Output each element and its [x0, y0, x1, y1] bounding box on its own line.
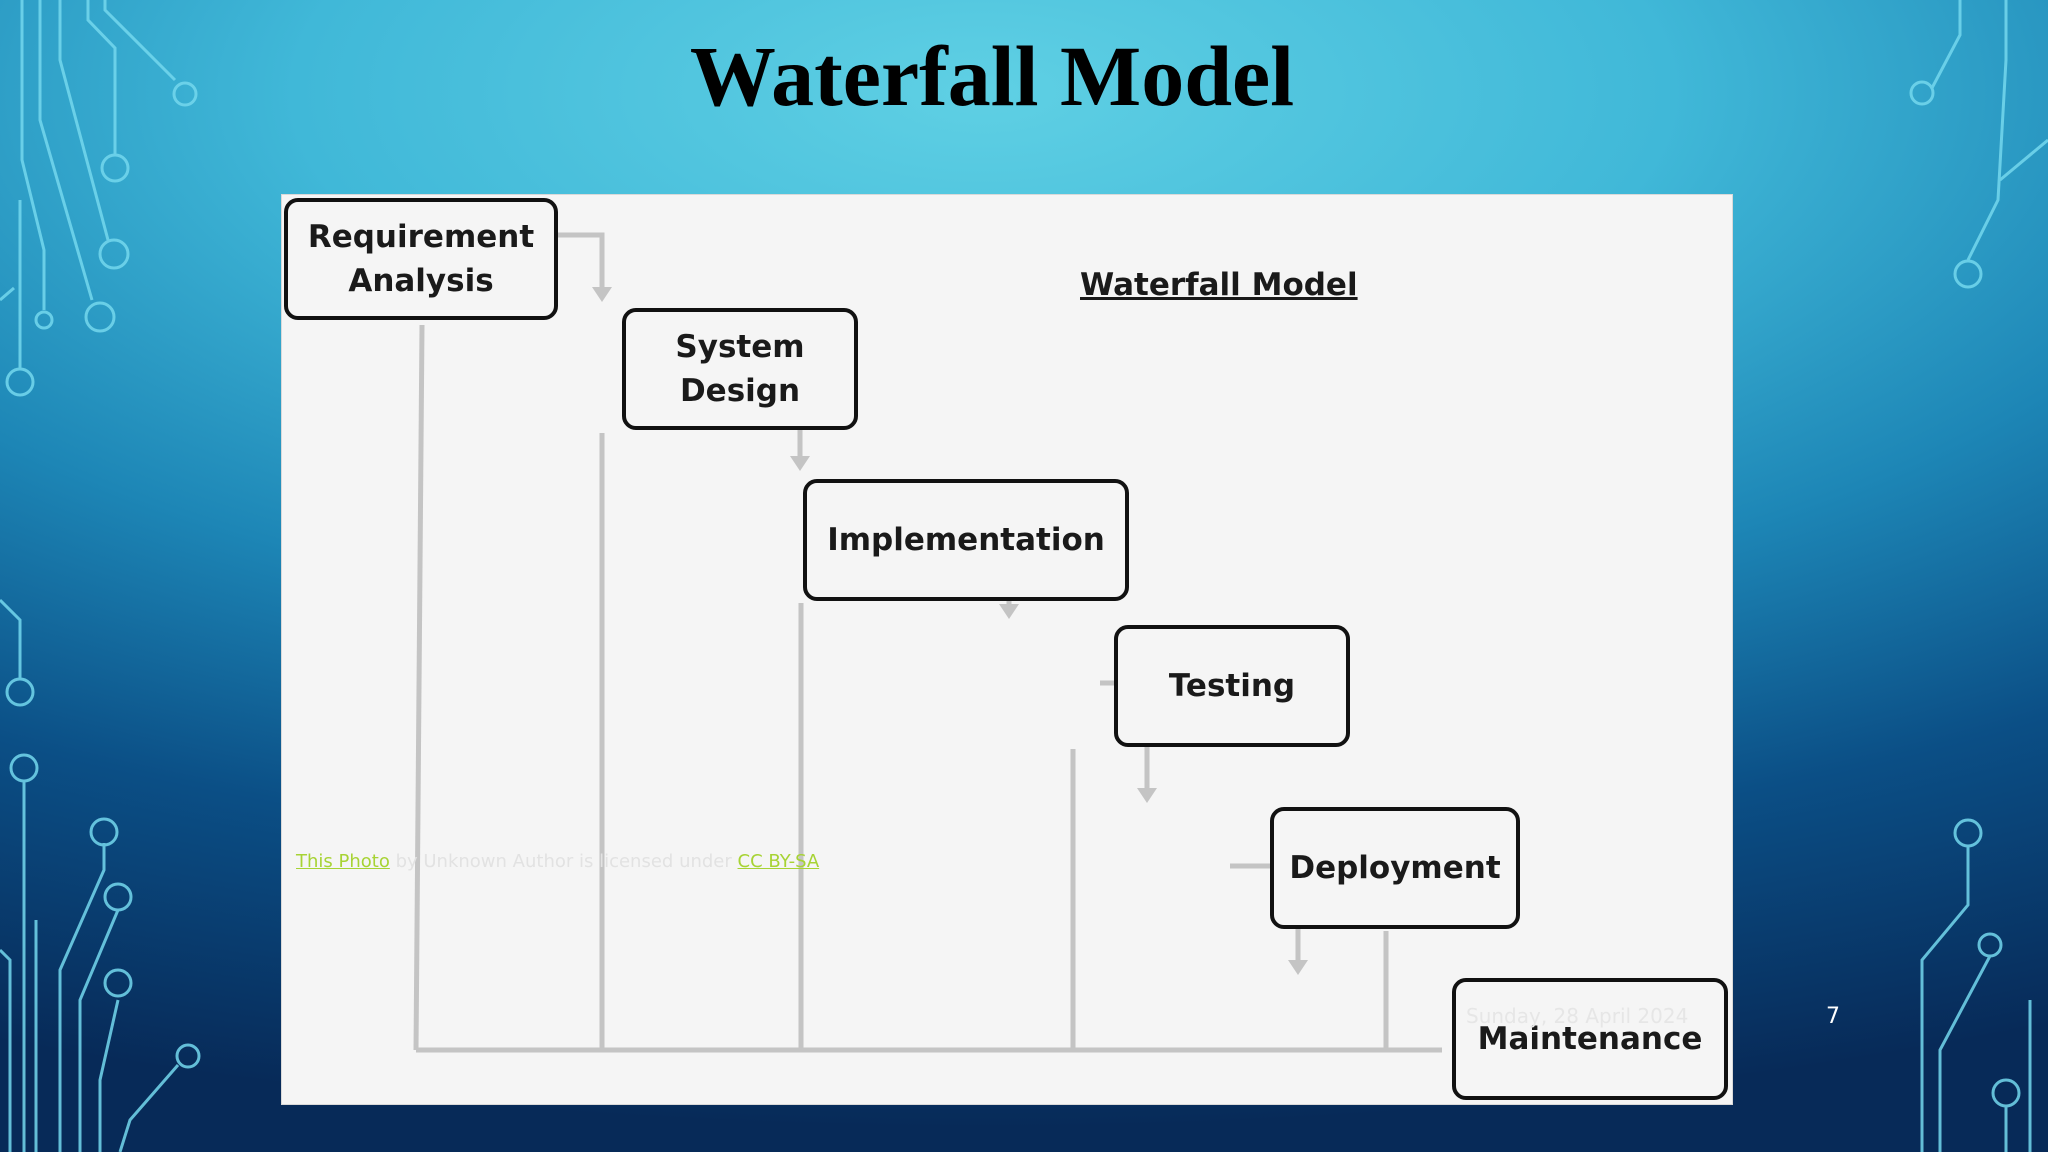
diagram-connectors [413, 232, 1442, 1053]
image-attribution: This Photo by Unknown Author is licensed… [296, 851, 819, 872]
diagram-title: Waterfall Model [1080, 267, 1358, 303]
stage-requirement-analysis: Requirement Analysis [284, 198, 558, 320]
waterfall-diagram-image: Waterfall Model Requirement Analysis Sys… [281, 194, 1733, 1105]
slide-title: Waterfall Model [689, 28, 1295, 124]
stage-implementation: Implementation [803, 479, 1129, 601]
license-link[interactable]: CC BY-SA [737, 851, 820, 872]
slide-page-number: 7 [1826, 1004, 1840, 1029]
photo-link[interactable]: This Photo [296, 851, 390, 872]
attribution-text: by Unknown Author is licensed under [389, 851, 738, 872]
stage-system-design: System Design [622, 308, 858, 430]
stage-maintenance: Maintenance [1452, 978, 1728, 1100]
stage-deployment: Deployment [1270, 807, 1520, 929]
slide-date: Sunday, 28 April 2024 [1466, 1004, 1689, 1028]
stage-testing: Testing [1114, 625, 1350, 747]
